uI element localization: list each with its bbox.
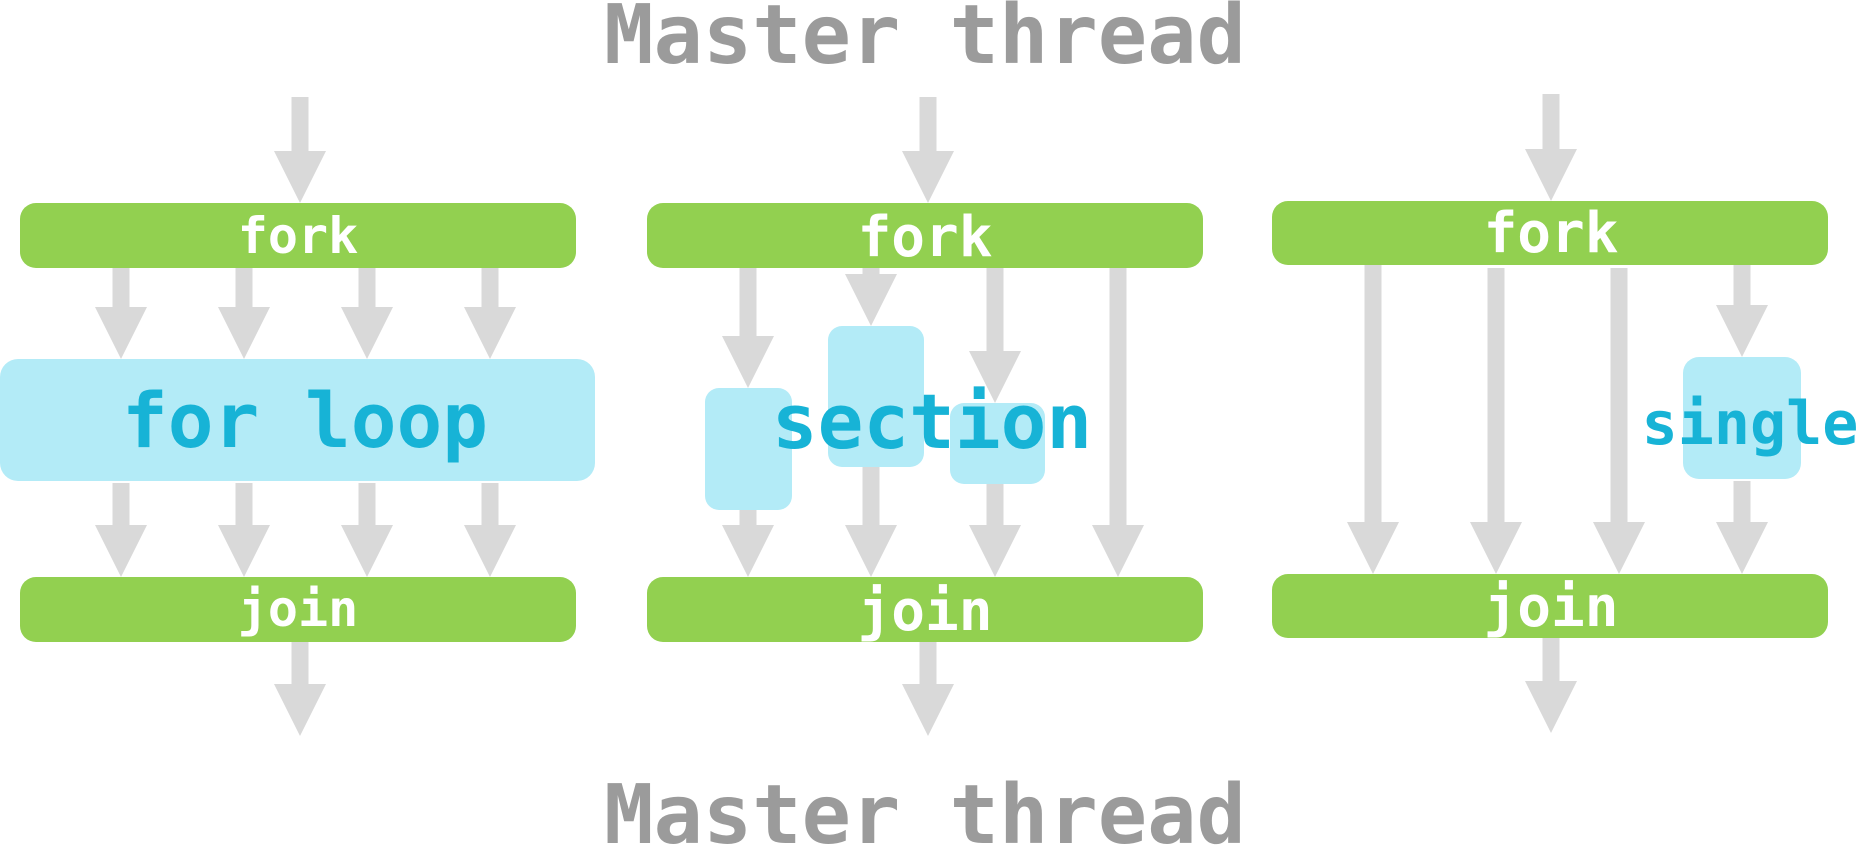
down-arrow-icon — [1593, 268, 1645, 574]
section-label: section — [772, 377, 1092, 466]
title-bottom: Master thread — [604, 768, 1246, 846]
down-arrow-icon — [722, 268, 774, 388]
down-arrow-icon — [95, 483, 147, 577]
arrow-layer — [95, 94, 1768, 736]
fork-label: fork — [858, 205, 993, 270]
join-bar — [20, 577, 576, 642]
title-top: Master thread — [604, 0, 1246, 83]
down-arrow-icon — [1347, 265, 1399, 574]
down-arrow-icon — [218, 268, 270, 359]
down-arrow-icon — [341, 483, 393, 577]
section-block-1 — [705, 388, 792, 510]
down-arrow-icon — [845, 467, 897, 577]
down-arrow-icon — [1525, 638, 1577, 733]
single-block — [1683, 357, 1801, 479]
fork-label: fork — [1484, 201, 1619, 266]
join-label: join — [858, 579, 993, 644]
join-label: join — [1484, 575, 1619, 640]
fork-bar — [20, 203, 576, 268]
fork-bar — [647, 203, 1203, 268]
down-arrow-icon — [902, 642, 954, 736]
fork-label: fork — [238, 207, 358, 265]
for-loop-label: for loop — [122, 376, 488, 465]
down-arrow-icon — [1716, 265, 1768, 357]
down-arrow-icon — [969, 268, 1021, 403]
down-arrow-icon — [902, 97, 954, 203]
down-arrow-icon — [1092, 268, 1144, 577]
down-arrow-icon — [845, 268, 897, 326]
join-label: join — [238, 580, 358, 638]
join-bar — [647, 577, 1203, 642]
section-block-2 — [828, 326, 924, 467]
section-block-3 — [950, 403, 1045, 484]
single-label: single — [1642, 389, 1859, 459]
down-arrow-icon — [274, 642, 326, 736]
down-arrow-icon — [95, 268, 147, 359]
panel-for-loop: fork for loop join — [0, 203, 595, 642]
down-arrow-icon — [969, 484, 1021, 577]
down-arrow-icon — [464, 268, 516, 359]
down-arrow-icon — [1525, 94, 1577, 201]
for-loop-block — [0, 359, 595, 481]
down-arrow-icon — [464, 483, 516, 577]
down-arrow-icon — [218, 483, 270, 577]
fork-bar — [1272, 201, 1828, 265]
down-arrow-icon — [722, 510, 774, 577]
join-bar — [1272, 574, 1828, 638]
down-arrow-icon — [1470, 268, 1522, 574]
panel-single: fork single join — [1272, 201, 1858, 640]
down-arrow-icon — [341, 268, 393, 359]
panel-section: fork section join — [647, 203, 1203, 644]
down-arrow-icon — [274, 97, 326, 203]
down-arrow-icon — [1716, 481, 1768, 574]
